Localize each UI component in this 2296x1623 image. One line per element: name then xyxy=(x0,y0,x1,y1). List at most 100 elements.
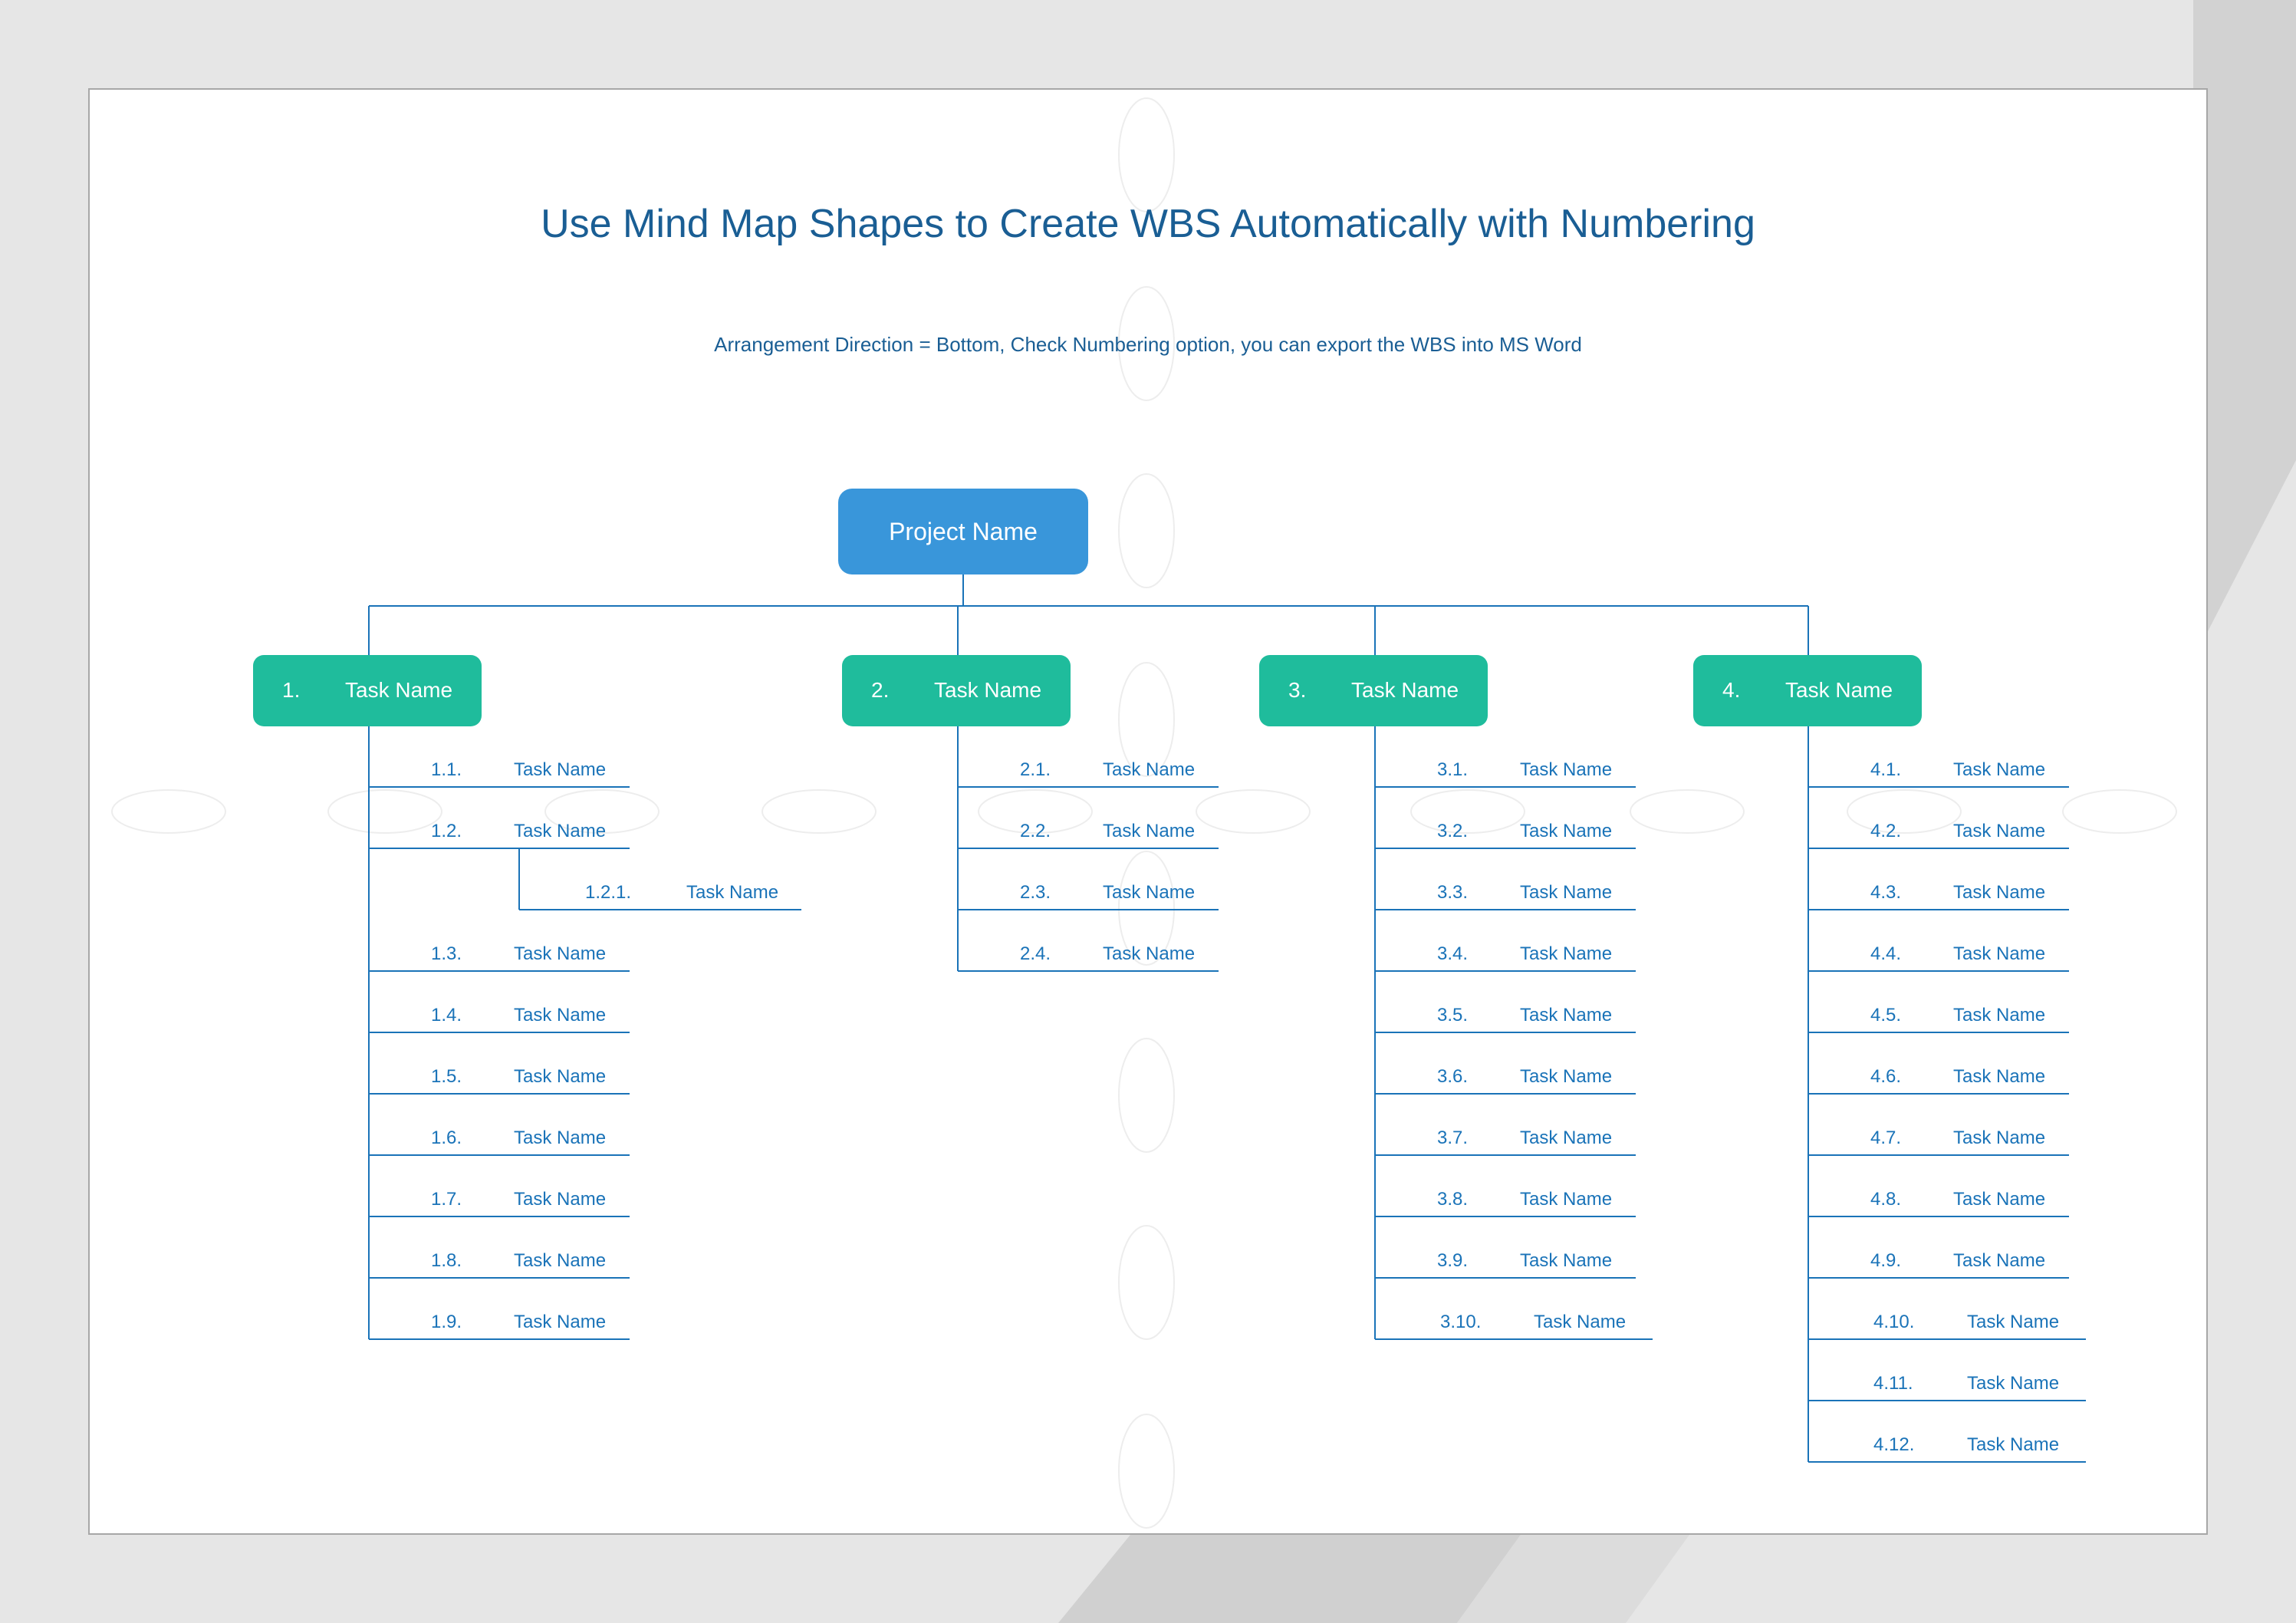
node-label: Task Name xyxy=(1953,1128,2046,1148)
guide-ellipse xyxy=(978,789,1093,834)
node-number: 3.9. xyxy=(1437,1250,1469,1271)
node-number: 4.2. xyxy=(1870,821,1902,841)
node-label: Task Name xyxy=(1953,821,2046,841)
node-label: Task Name xyxy=(1967,1312,2060,1332)
node-number: 1.2. xyxy=(431,821,462,841)
node-number: 3.7. xyxy=(1437,1128,1469,1148)
node-number: 3.4. xyxy=(1437,943,1469,964)
node-number: 2.2. xyxy=(1020,821,1051,841)
node-number: 4.6. xyxy=(1870,1066,1902,1087)
node-number: 1.8. xyxy=(431,1250,462,1271)
alignment-guides xyxy=(111,97,2177,1529)
guide-ellipse xyxy=(1118,286,1175,401)
branch-node-label: Task Name xyxy=(345,678,453,702)
branch-node-number: 1. xyxy=(282,678,301,702)
node-number: 1.2.1. xyxy=(585,882,632,903)
node-label: Task Name xyxy=(1520,1250,1613,1271)
node-number: 4.3. xyxy=(1870,882,1902,903)
node-label: Task Name xyxy=(1520,1005,1613,1025)
node-label: Task Name xyxy=(1520,1066,1613,1087)
node-number: 1.5. xyxy=(431,1066,462,1087)
node-label: Task Name xyxy=(514,1189,607,1210)
page-title: Use Mind Map Shapes to Create WBS Automa… xyxy=(541,202,1755,246)
node-label: Task Name xyxy=(1520,821,1613,841)
branch-node-4[interactable]: 4. Task Name xyxy=(1693,655,1922,726)
branch-node-label: Task Name xyxy=(1351,678,1459,702)
node-number: 1.6. xyxy=(431,1128,462,1148)
branch-node-label: Task Name xyxy=(1785,678,1893,702)
node-number: 4.10. xyxy=(1873,1312,1915,1332)
guide-ellipse xyxy=(2062,789,2177,834)
node-number: 3.1. xyxy=(1437,759,1469,780)
guide-ellipse xyxy=(544,789,660,834)
branch-node-number: 2. xyxy=(871,678,890,702)
node-label: Task Name xyxy=(514,1005,607,1025)
node-label: Task Name xyxy=(514,759,607,780)
node-number: 4.9. xyxy=(1870,1250,1902,1271)
node-number: 1.7. xyxy=(431,1189,462,1210)
node-label: Task Name xyxy=(1534,1312,1627,1332)
node-label: Task Name xyxy=(1953,1189,2046,1210)
branch-node-3[interactable]: 3. Task Name xyxy=(1259,655,1488,726)
guide-ellipse xyxy=(1630,789,1745,834)
node-number: 3.2. xyxy=(1437,821,1469,841)
node-label: Task Name xyxy=(1953,1250,2046,1271)
node-number: 3.10. xyxy=(1440,1312,1482,1332)
node-label: Task Name xyxy=(1520,1128,1613,1148)
node-number: 3.3. xyxy=(1437,882,1469,903)
node-label: Task Name xyxy=(514,1312,607,1332)
root-node-project[interactable]: Project Name xyxy=(838,489,1088,574)
branch-node-number: 3. xyxy=(1288,678,1307,702)
guide-ellipse xyxy=(1118,662,1175,777)
node-label: Task Name xyxy=(1953,1005,2046,1025)
node-label: Task Name xyxy=(1103,882,1196,903)
guide-ellipse xyxy=(1847,789,1962,834)
guide-ellipse xyxy=(327,789,442,834)
node-label: Task Name xyxy=(1953,943,2046,964)
guide-ellipse xyxy=(1118,97,1175,212)
guide-ellipse xyxy=(1118,1038,1175,1153)
node-number: 4.7. xyxy=(1870,1128,1902,1148)
node-number: 4.4. xyxy=(1870,943,1902,964)
node-number: 4.12. xyxy=(1873,1434,1915,1455)
guide-ellipse xyxy=(1196,789,1311,834)
node-number: 2.4. xyxy=(1020,943,1051,964)
node-label: Task Name xyxy=(1520,882,1613,903)
node-number: 2.3. xyxy=(1020,882,1051,903)
branch-node-2[interactable]: 2. Task Name xyxy=(842,655,1071,726)
node-label: Task Name xyxy=(514,943,607,964)
node-label: Task Name xyxy=(1520,759,1613,780)
node-number: 4.1. xyxy=(1870,759,1902,780)
node-number: 3.5. xyxy=(1437,1005,1469,1025)
node-label: Task Name xyxy=(514,1128,607,1148)
node-number: 1.1. xyxy=(431,759,462,780)
connector-lines xyxy=(368,574,2086,1463)
node-label: Task Name xyxy=(1953,882,2046,903)
guide-ellipse xyxy=(761,789,877,834)
node-number: 4.5. xyxy=(1870,1005,1902,1025)
node-label: Task Name xyxy=(1967,1434,2060,1455)
node-number: 1.4. xyxy=(431,1005,462,1025)
guide-ellipse xyxy=(1118,851,1175,966)
node-number: 4.11. xyxy=(1873,1373,1913,1394)
branch-node-1[interactable]: 1. Task Name xyxy=(253,655,482,726)
node-number: 4.8. xyxy=(1870,1189,1902,1210)
node-number: 1.3. xyxy=(431,943,462,964)
branch-node-number: 4. xyxy=(1722,678,1741,702)
node-number: 2.1. xyxy=(1020,759,1051,780)
branch-node-label: Task Name xyxy=(934,678,1042,702)
node-number: 3.8. xyxy=(1437,1189,1469,1210)
node-label: Task Name xyxy=(1103,821,1196,841)
node-label: Task Name xyxy=(514,1066,607,1087)
node-label: Task Name xyxy=(1967,1373,2060,1394)
node-label: Task Name xyxy=(1103,759,1196,780)
node-label: Task Name xyxy=(1103,943,1196,964)
node-number: 1.9. xyxy=(431,1312,462,1332)
node-label: Task Name xyxy=(1520,1189,1613,1210)
node-label: Task Name xyxy=(686,882,779,903)
node-label: Task Name xyxy=(1953,1066,2046,1087)
guide-ellipse xyxy=(1118,473,1175,588)
node-label: Task Name xyxy=(514,821,607,841)
guide-ellipse xyxy=(1118,1414,1175,1529)
node-label: Task Name xyxy=(1953,759,2046,780)
